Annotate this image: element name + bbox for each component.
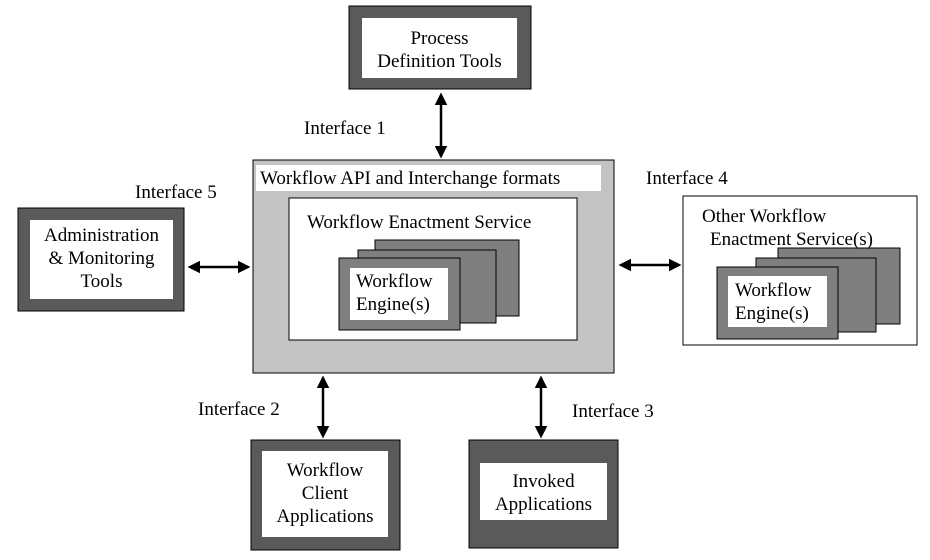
process-tools-line1: Process [410,28,469,49]
engine-label: Workflow Engine(s) [356,270,433,316]
client-apps-label: Workflow Client Applications [262,459,388,528]
process-tools-label: Process Definition Tools [362,27,517,73]
process-tools-inner [362,18,517,78]
interface-5-label: Interface 5 [135,182,217,203]
process-tools-line2: Definition Tools [377,51,502,72]
engine-label-line2: Engine(s) [356,294,430,315]
invoked-apps-label: Invoked Applications [480,470,607,516]
api-box-title: Workflow API and Interchange formats [260,168,561,189]
other-engine-line2: Engine(s) [735,303,809,324]
other-engine-label: Workflow Engine(s) [735,279,812,325]
other-service-line1: Other Workflow [702,206,827,227]
enactment-service-title: Workflow Enactment Service [307,212,532,233]
other-engine-label-bg [728,276,827,327]
other-service-line2: Enactment Service(s) [710,229,874,250]
engine-label-line1: Workflow [356,271,433,292]
invoked-apps-inner [480,463,607,520]
engine-label-bg [350,268,448,320]
client-apps-line3: Applications [276,506,374,527]
admin-tools-line1: Administration [43,225,160,246]
client-apps-line1: Workflow [286,460,364,481]
other-engine-line1: Workflow [735,280,812,301]
api-title-bg [256,165,601,191]
interface-2-label: Interface 2 [198,399,280,420]
client-apps-inner [262,451,388,537]
invoked-apps-line2: Applications [494,494,593,515]
admin-tools-line2: & Monitoring [48,248,155,269]
admin-tools-label: Administration & Monitoring Tools [30,224,173,293]
interface-4-label: Interface 4 [646,168,728,189]
interface-3-label: Interface 3 [572,401,654,422]
client-apps-line2: Client [301,483,349,504]
invoked-apps-line1: Invoked [512,471,575,492]
other-service-label: Other Workflow Enactment Service(s) [702,205,873,251]
admin-tools-line3: Tools [80,271,123,292]
interface-1-label: Interface 1 [304,118,386,139]
admin-tools-inner [30,220,173,299]
